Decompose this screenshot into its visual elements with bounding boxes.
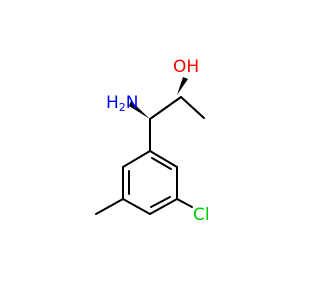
bond-ring-cl: [176, 198, 193, 208]
atom-label-nh2-n: N: [126, 93, 139, 113]
atom-label-oh: OH: [173, 57, 199, 77]
atom-label-nh2-h: H: [106, 93, 119, 113]
ring-bond-3: [149, 198, 178, 215]
molecule-diagram: OH H2N Cl: [95, 57, 210, 225]
bond-ring-methyl: [95, 198, 124, 215]
bond-c2-methyl: [180, 96, 205, 119]
ring-double-bond-1: [151, 157, 172, 170]
bond-c1-c2: [149, 96, 182, 120]
wedge-bond-c1-n: [129, 101, 150, 119]
structure-svg: OH H2N Cl: [95, 57, 210, 225]
ring-bond-6: [122, 150, 151, 168]
ring-bond-4: [122, 198, 151, 215]
atom-label-cl: Cl: [193, 205, 210, 225]
atom-label-nh2: H2N: [106, 93, 139, 114]
wedge-bond-c2-o: [177, 77, 188, 95]
ring-bond-1: [149, 150, 178, 168]
ring-double-bond-2: [150, 196, 171, 208]
atom-label-nh2-subscript: 2: [119, 101, 126, 114]
